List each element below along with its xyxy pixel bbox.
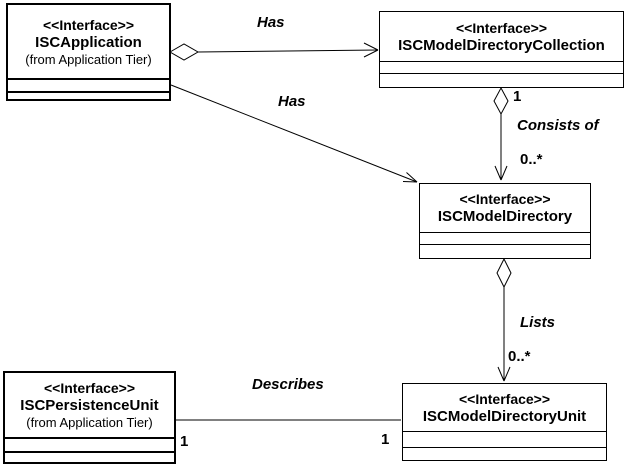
- operations-compartment: [420, 244, 590, 258]
- class-box-iscmodeldirectorycollection[interactable]: <<Interface>> ISCModelDirectoryCollectio…: [379, 11, 624, 88]
- class-title-compartment: <<Interface>> ISCModelDirectoryUnit: [403, 384, 606, 431]
- multiplicity-label: 1: [381, 431, 390, 448]
- stereotype-label: <<Interface>>: [42, 16, 135, 33]
- class-box-iscmodeldirectory[interactable]: <<Interface>> ISCModelDirectory: [419, 183, 591, 259]
- aggregation-diamond-icon: [493, 86, 509, 116]
- class-box-iscapplication[interactable]: <<Interface>> ISCApplication (from Appli…: [6, 3, 171, 101]
- class-title-compartment: <<Interface>> ISCModelDirectory: [420, 184, 590, 232]
- association-label-has: Has: [257, 14, 285, 31]
- association-label-has: Has: [278, 93, 306, 110]
- aggregation-diamond-icon: [496, 257, 512, 289]
- multiplicity-label: 1: [513, 88, 522, 105]
- association-label-consists-of: Consists of: [517, 117, 599, 134]
- operations-compartment: [5, 451, 174, 462]
- association-label-describes: Describes: [252, 376, 324, 393]
- attributes-compartment: [8, 78, 169, 91]
- class-name-label: ISCApplication: [35, 33, 142, 51]
- association-has-directory[interactable]: [170, 84, 418, 183]
- class-name-label: ISCPersistenceUnit: [20, 397, 159, 414]
- open-arrowhead-icon: [363, 42, 379, 58]
- operations-compartment: [8, 91, 169, 99]
- class-name-label: ISCModelDirectoryCollection: [398, 36, 605, 54]
- class-name-label: ISCModelDirectoryUnit: [422, 407, 587, 425]
- stereotype-label: <<Interface>>: [455, 19, 548, 36]
- association-label-lists: Lists: [520, 314, 556, 331]
- class-title-compartment: <<Interface>> ISCModelDirectoryCollectio…: [380, 12, 623, 61]
- open-arrowhead-icon: [402, 172, 418, 183]
- class-title-compartment: <<Interface>> ISCPersistenceUnit (from A…: [5, 373, 174, 437]
- attributes-compartment: [5, 437, 174, 451]
- class-box-iscmodeldirectoryunit[interactable]: <<Interface>> ISCModelDirectoryUnit: [402, 383, 607, 461]
- class-box-iscpersistenceunit[interactable]: <<Interface>> ISCPersistenceUnit (from A…: [3, 371, 176, 464]
- operations-compartment: [380, 73, 623, 87]
- stereotype-label: <<Interface>>: [459, 191, 551, 207]
- stereotype-label: <<Interface>>: [458, 390, 551, 407]
- multiplicity-label: 0..*: [508, 348, 531, 365]
- open-arrowhead-icon: [497, 366, 511, 382]
- association-lists[interactable]: [496, 257, 512, 382]
- stereotype-label: <<Interface>>: [43, 380, 136, 396]
- association-has-collection[interactable]: [168, 42, 379, 61]
- multiplicity-label: 1: [180, 433, 189, 450]
- operations-compartment: [403, 447, 606, 460]
- attributes-compartment: [403, 431, 606, 447]
- multiplicity-label: 0..*: [520, 151, 543, 168]
- attributes-compartment: [420, 232, 590, 244]
- origin-label: (from Application Tier): [25, 51, 152, 67]
- aggregation-diamond-icon: [168, 43, 200, 61]
- association-line: [197, 49, 379, 53]
- open-arrowhead-icon: [494, 165, 508, 181]
- class-name-label: ISCModelDirectory: [437, 208, 573, 225]
- association-consists-of[interactable]: [493, 86, 509, 181]
- origin-label: (from Application Tier): [26, 415, 153, 430]
- class-title-compartment: <<Interface>> ISCApplication (from Appli…: [8, 5, 169, 78]
- attributes-compartment: [380, 61, 623, 73]
- association-line: [170, 84, 418, 183]
